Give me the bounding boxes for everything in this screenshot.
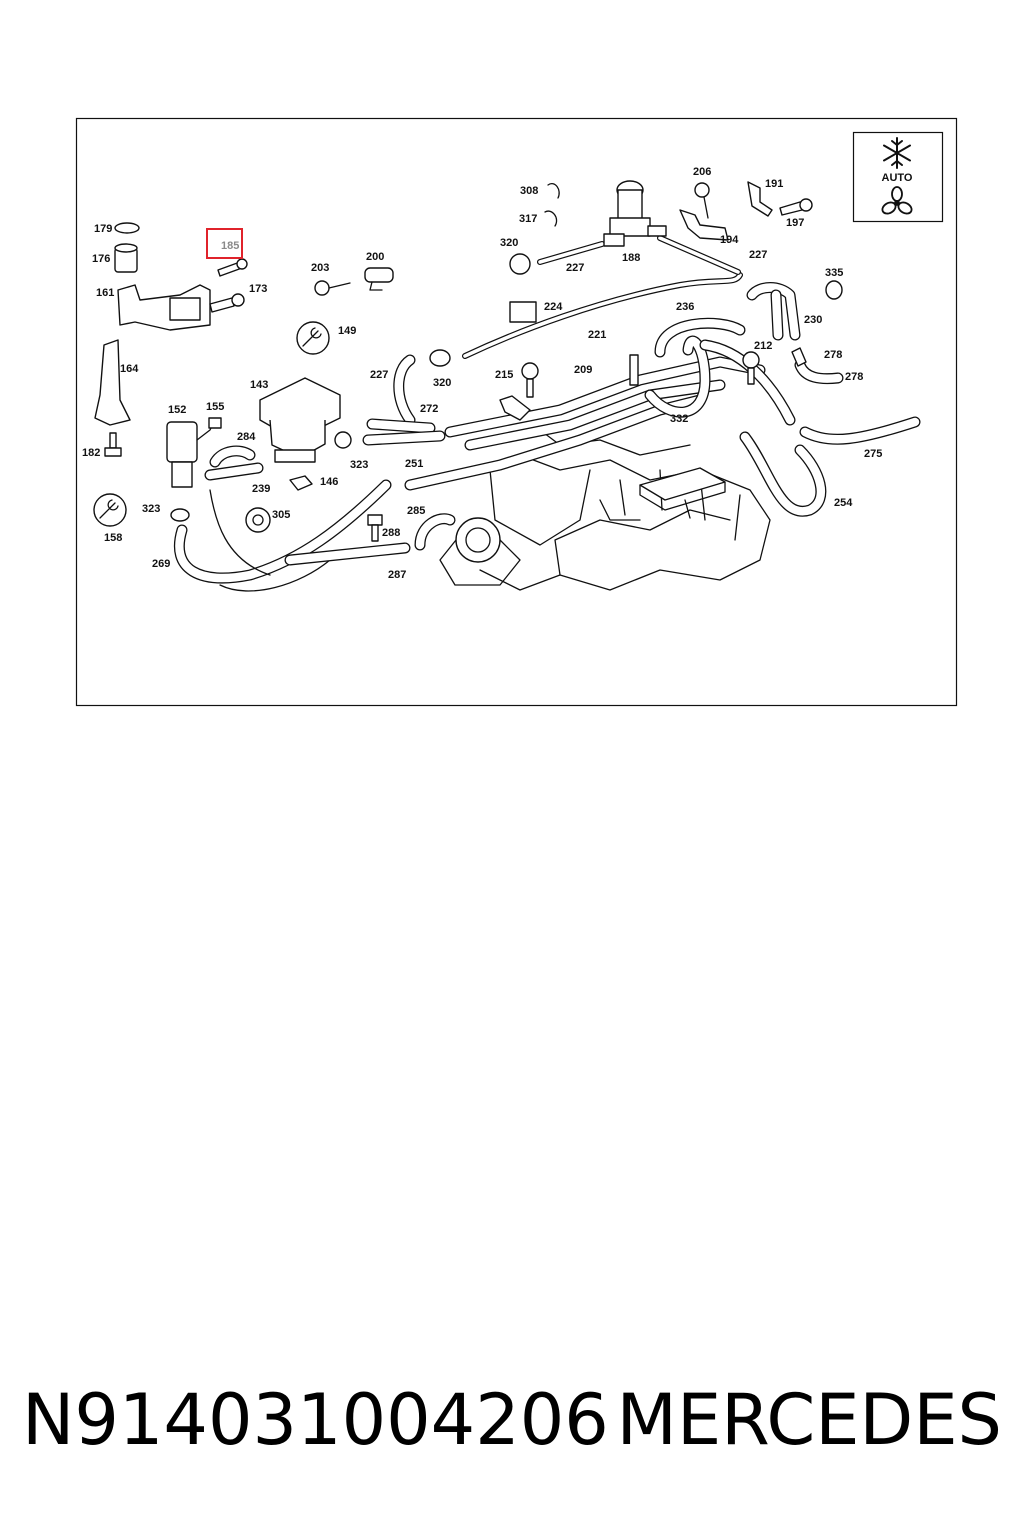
label-278b: 278 [845,371,863,383]
label-179: 179 [94,223,112,235]
label-236: 236 [676,301,694,313]
label-227b: 227 [566,262,584,274]
label-275: 275 [864,448,882,460]
label-185: 185 [221,240,239,252]
label-209: 209 [574,364,592,376]
label-251: 251 [405,458,423,470]
highlight-box [206,228,243,259]
label-269: 269 [152,558,170,570]
climate-auto-icon: AUTO [852,131,944,223]
label-332: 332 [670,413,688,425]
label-158: 158 [104,532,122,544]
label-194: 194 [720,234,739,246]
label-227a: 227 [370,369,388,381]
label-176: 176 [92,253,110,265]
part-labels: 179 176 161 164 182 152 155 158 323 269 … [82,166,882,581]
label-278a: 278 [824,349,842,361]
label-287: 287 [388,569,406,581]
label-200: 200 [366,251,384,263]
label-191: 191 [765,178,783,190]
label-152: 152 [168,404,186,416]
label-320b: 320 [500,237,518,249]
label-272: 272 [420,403,438,415]
label-161: 161 [96,287,114,299]
label-149: 149 [338,325,356,337]
label-224: 224 [544,301,563,313]
label-323a: 323 [142,503,160,515]
label-182: 182 [82,447,100,459]
part-number: N914031004206 [22,1379,609,1461]
label-239: 239 [252,483,270,495]
label-155: 155 [206,401,224,413]
auto-label: AUTO [882,172,913,184]
label-285: 285 [407,505,425,517]
snowflake-icon [883,137,911,169]
label-320a: 320 [433,377,451,389]
label-288: 288 [382,527,400,539]
brand-name: MERCEDES [616,1379,1002,1461]
label-227c: 227 [749,249,767,261]
label-164: 164 [120,363,139,375]
wrench-icon [99,499,119,519]
label-173: 173 [249,283,267,295]
label-203: 203 [311,262,329,274]
label-308: 308 [520,185,538,197]
diagram-frame [75,117,958,707]
label-323b: 323 [350,459,368,471]
label-335: 335 [825,267,843,279]
label-212: 212 [754,340,772,352]
label-317: 317 [519,213,537,225]
label-305: 305 [272,509,290,521]
label-188: 188 [622,252,640,264]
label-284: 284 [237,431,256,443]
label-215: 215 [495,369,513,381]
parts [93,180,843,542]
engine-block [439,429,771,591]
label-230: 230 [804,314,822,326]
label-197: 197 [786,217,804,229]
label-254: 254 [834,497,853,509]
label-221: 221 [588,329,606,341]
label-206: 206 [693,166,711,178]
label-146: 146 [320,476,338,488]
label-143: 143 [250,379,268,391]
fan-icon [881,186,913,215]
